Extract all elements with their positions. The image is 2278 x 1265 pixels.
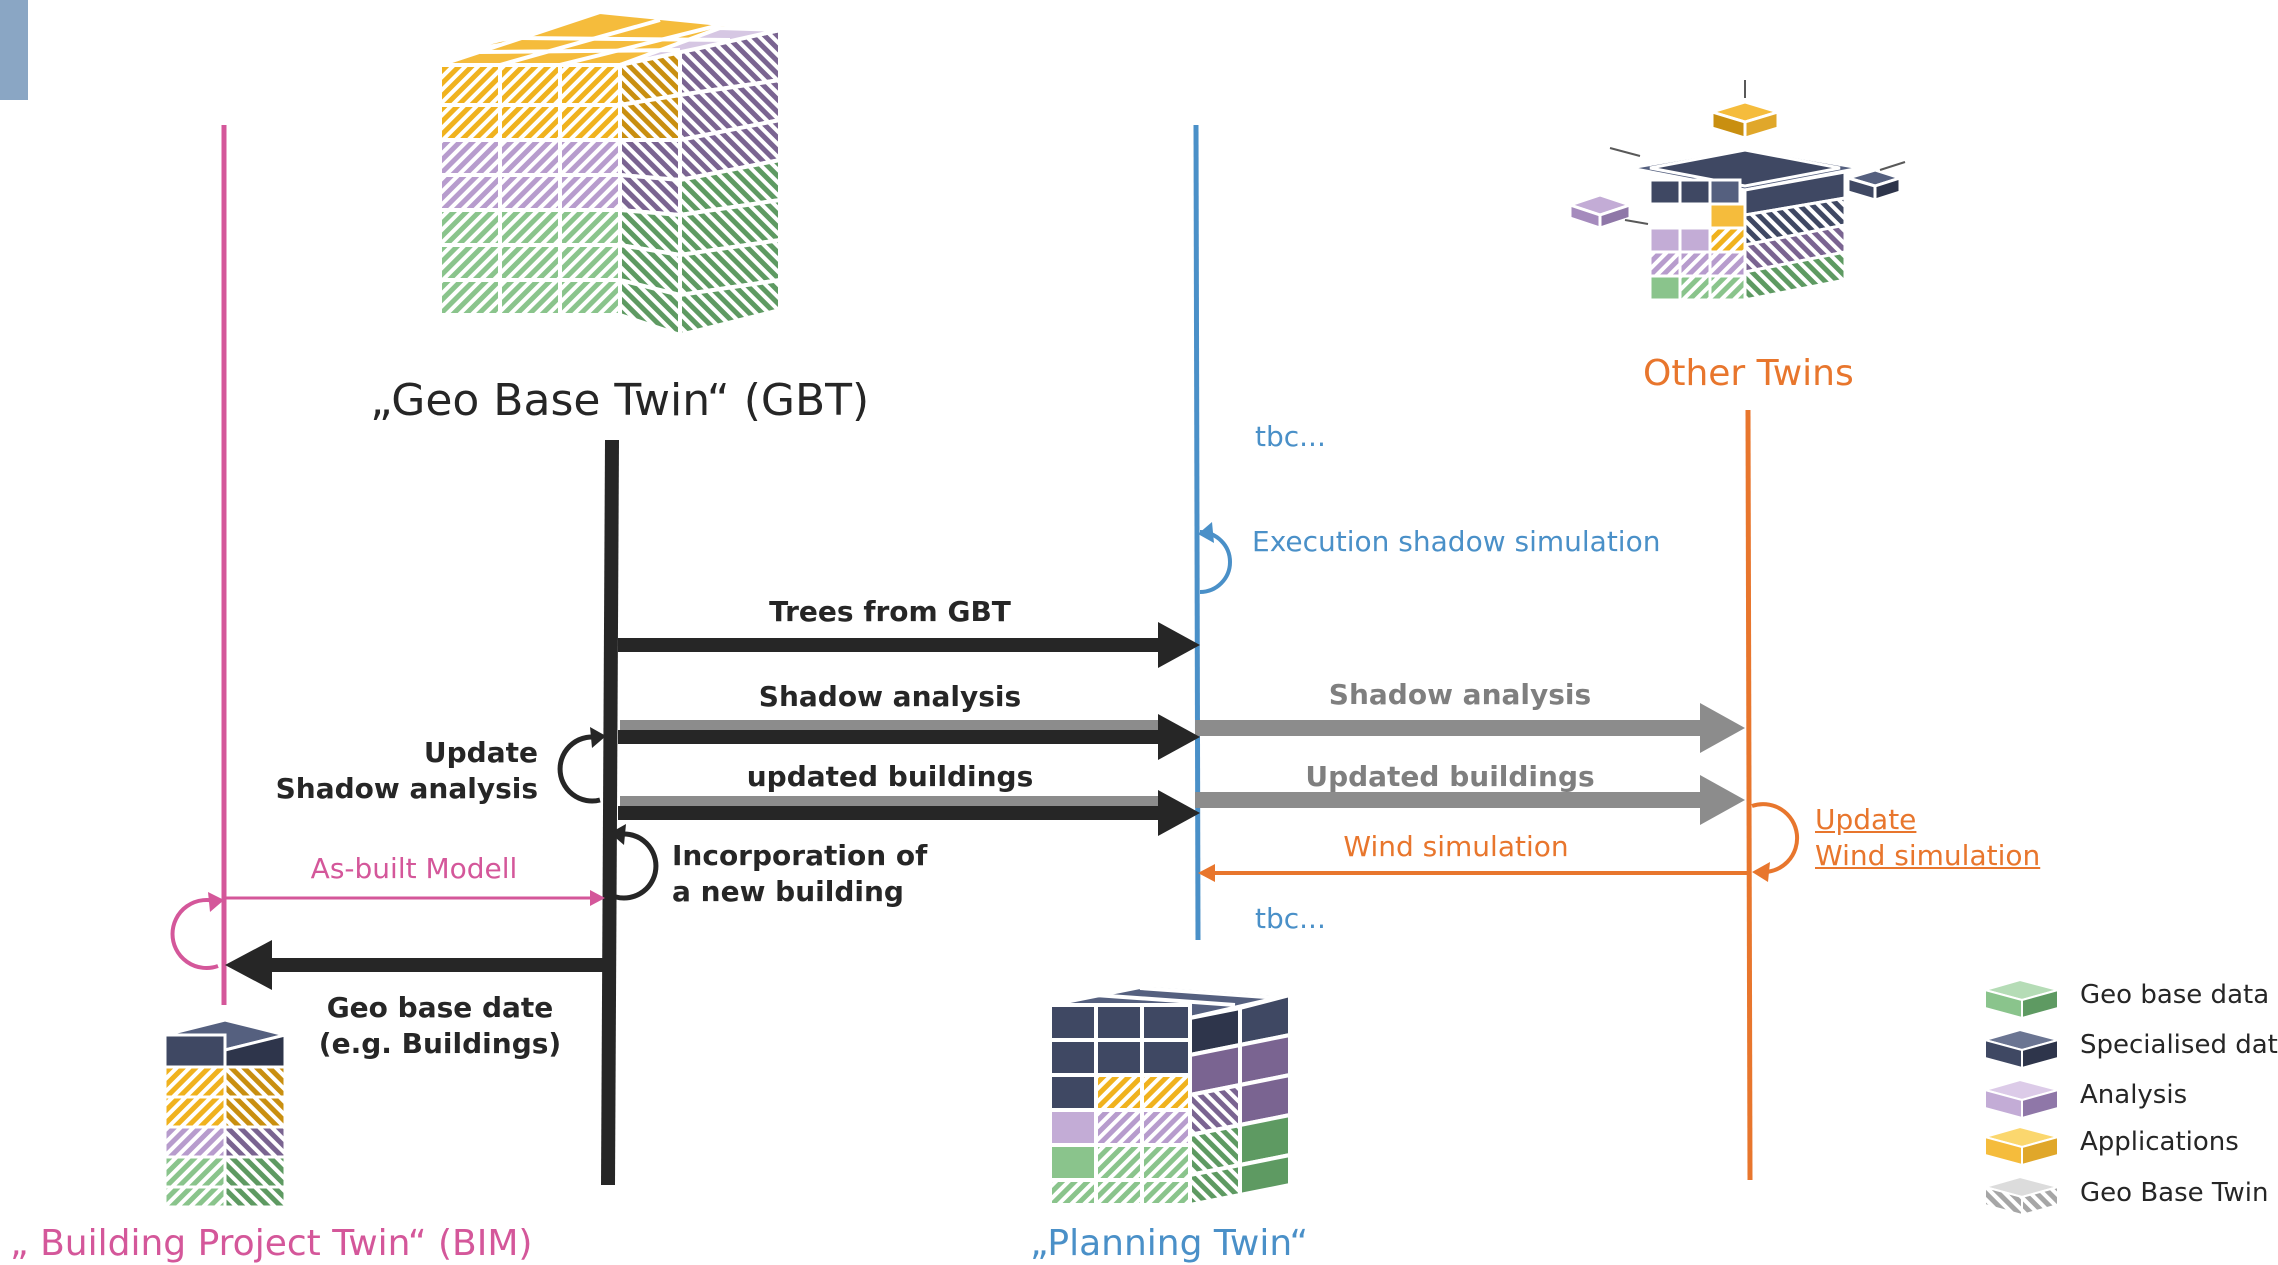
execution-shadow-label: Execution shadow simulation xyxy=(1252,525,1661,558)
legend-item-geo-base-data: Geo base data xyxy=(2080,980,2270,1010)
legend-item-geo-base-twin: Geo Base Twin xyxy=(2080,1178,2269,1208)
legend-item-applications: Applications xyxy=(2080,1127,2239,1157)
legend-item-analysis: Analysis xyxy=(2080,1080,2188,1110)
loop-execution-icon xyxy=(1198,522,1232,594)
applications-icon xyxy=(1981,1125,2062,1167)
geo-base-twin-cube-icon xyxy=(438,9,782,338)
tbc-bottom-label: tbc... xyxy=(1255,902,1326,935)
gbt-title: „Geo Base Twin“ (GBT) xyxy=(370,375,870,426)
specialised-data-icon xyxy=(1981,1028,2062,1070)
arrow-asbuilt-label: As-built Modell xyxy=(310,852,518,885)
loop-bim-icon xyxy=(170,892,224,970)
arrow-wind-simulation xyxy=(1198,864,1748,882)
geo-base-twin-icon xyxy=(1981,1175,2062,1217)
planning-twin-title: „Planning Twin“ xyxy=(1030,1223,1309,1264)
bim-title: „ Building Project Twin“ (BIM) xyxy=(10,1223,533,1264)
arrow-wind-label: Wind simulation xyxy=(1343,830,1569,863)
planning-lifeline xyxy=(1193,124,1201,941)
arrow-updated-label: updated buildings xyxy=(746,760,1034,793)
other-twins-lifeline xyxy=(1745,409,1753,1181)
geo-base-data-icon xyxy=(1981,978,2062,1020)
arrow-shadow-analysis xyxy=(618,714,1200,760)
corner-tab xyxy=(0,0,28,100)
legend-swatches xyxy=(1981,978,2062,1217)
legend-item-specialised-data: Specialised data xyxy=(2080,1030,2278,1060)
loop-update-shadow-icon xyxy=(557,727,606,804)
loop-incorporation-icon xyxy=(610,824,659,901)
other-twins-cube-icon xyxy=(1565,80,1906,302)
analysis-icon xyxy=(1981,1078,2062,1120)
other-twins-title: Other Twins xyxy=(1643,353,1854,394)
arrow-shadow-label: Shadow analysis xyxy=(758,680,1022,713)
building-project-twin-icon xyxy=(163,1018,287,1209)
arrow-geo-base-date xyxy=(225,940,606,990)
arrow-shadow-gray xyxy=(1195,703,1745,753)
loop-update-wind-icon xyxy=(1751,802,1800,882)
planning-twin-cube-icon xyxy=(1048,982,1292,1208)
geo-base-date-label: Geo base date(e.g. Buildings) xyxy=(318,991,562,1060)
arrow-updated-gray-label: Updated buildings xyxy=(1305,760,1595,793)
arrow-trees-label: Trees from GBT xyxy=(769,595,1011,628)
arrow-updated-buildings xyxy=(618,790,1200,836)
gbt-lifeline xyxy=(601,439,619,1186)
tbc-top-label: tbc... xyxy=(1255,420,1326,453)
arrow-shadow-gray-label: Shadow analysis xyxy=(1328,678,1592,711)
arrow-as-built-modell xyxy=(226,890,605,906)
arrow-updated-gray xyxy=(1195,775,1745,825)
arrow-trees-from-gbt xyxy=(618,622,1200,668)
